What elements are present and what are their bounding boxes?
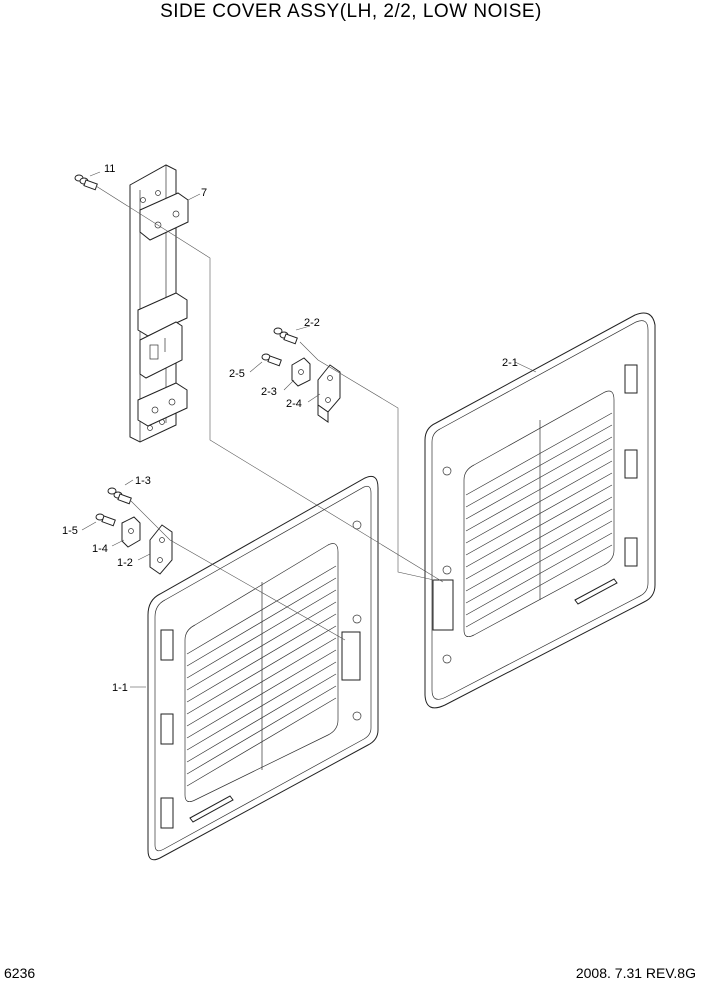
callout-1-5: 1-5	[62, 525, 78, 537]
callout-1-1: 1-1	[112, 682, 128, 694]
callout-7: 7	[201, 187, 207, 199]
side-cover-part-1-1	[147, 475, 379, 861]
leader-lines	[81, 171, 537, 688]
page-title: SIDE COVER ASSY(LH, 2/2, LOW NOISE)	[160, 1, 542, 22]
bracket-part-7	[129, 164, 189, 443]
callout-1-4: 1-4	[92, 543, 108, 555]
callout-2-2: 2-2	[304, 317, 320, 329]
callout-2-3: 2-3	[261, 386, 277, 398]
callout-2-5: 2-5	[229, 368, 245, 380]
callout-1-2: 1-2	[117, 557, 133, 569]
side-cover-part-2-1	[424, 312, 656, 709]
callout-labels: 11 7 2-2 2-1 2-5 2-3 2-4 1-3 1-5 1-4 1-2…	[62, 163, 518, 694]
revision-date: 2008. 7.31 REV.8G	[575, 965, 696, 981]
louver-slats-1-1	[186, 565, 337, 787]
callout-2-4: 2-4	[286, 398, 302, 410]
fastener-group-2	[261, 327, 341, 423]
fastener-group-1	[95, 487, 173, 575]
callout-2-1: 2-1	[502, 357, 518, 369]
callout-11: 11	[104, 163, 115, 175]
louver-slats-2-1	[465, 412, 613, 628]
page-number: 6236	[4, 965, 36, 981]
bolt-part-11	[74, 174, 98, 191]
callout-1-3: 1-3	[135, 475, 151, 487]
